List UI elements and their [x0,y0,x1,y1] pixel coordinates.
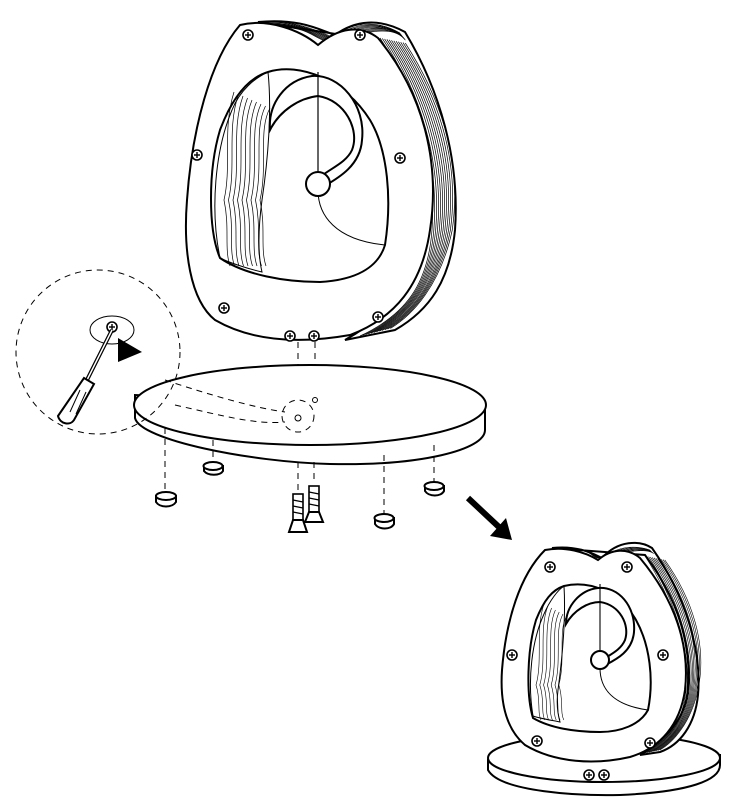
layer-line [656,559,699,752]
layer-line [547,609,556,721]
assembled-inner-floor [599,667,649,711]
assembled-screw-icon [644,737,656,749]
layer-line [654,558,697,752]
layer-line [554,613,564,721]
frame-screw-icon [394,152,406,164]
detail-target-circle [281,399,315,433]
layer-line [652,558,696,752]
assembled-pendulum-ball [590,650,610,670]
leader-line [174,404,286,424]
frame-assembled [487,541,721,797]
assembled-screw-icon [506,649,518,661]
layer-line [373,40,443,333]
layer-line [259,107,271,267]
foot-pad [423,481,445,497]
layer-line [539,605,549,721]
assembled-screw-icon [544,561,556,573]
layer-line [261,21,331,37]
frame-inner-wall [214,71,271,273]
layer-line [365,38,437,335]
layer-line [543,607,552,721]
next-step-arrow-icon [465,495,512,540]
layer-line [370,39,441,334]
frame-screw-icon [284,330,296,342]
hardware [155,428,445,533]
base-hole [294,414,302,422]
assembled-screw-icon [657,649,669,661]
assembled-inner-wall [529,585,566,723]
layer-line [241,99,253,267]
layer-line [384,41,451,331]
assembled-screw-icon [531,735,543,747]
screwdriver-icon [56,329,114,425]
frame-screw-icon [372,311,384,323]
layer-line [643,556,689,754]
foot-pad [155,491,177,508]
layer-line [263,22,330,37]
layer-line [558,615,568,721]
detail-circle [15,269,181,435]
layer-line [647,557,692,753]
frame-exploded [184,20,457,342]
layer-line [223,91,235,267]
layer-line [376,40,445,333]
frame-screw-icon [191,149,203,161]
layer-line [379,41,447,332]
frame-screw-icon [242,29,254,41]
layer-line [237,97,248,267]
layer-line [657,559,700,751]
assembled-inner-hook [564,586,636,670]
layer-line [368,39,439,335]
layer-line [246,101,257,267]
frame-screw-icon [308,330,320,342]
layer-line [267,23,329,39]
layer-line [645,556,691,754]
layer-line [381,41,449,331]
frame-opening [210,68,390,284]
layer-line [250,103,262,267]
pendulum-ball [305,171,331,197]
layer-line [232,95,244,267]
layer-line [535,603,545,721]
frame-screw-icon [218,302,230,314]
base-hole [312,397,318,403]
foot-pad [373,513,395,530]
inner-wave-lines [223,91,271,267]
inner-floor [317,189,386,246]
detail-callout [15,269,181,435]
layer-line [265,22,330,38]
assembled-frame-layers [555,546,702,755]
layer-line [228,93,239,267]
foot-pad [202,461,224,476]
layer-line [641,556,688,754]
tighten-arrow-icon [118,338,142,362]
layer-line [648,557,693,753]
layer-line [390,42,455,329]
screw-icon [287,493,309,533]
layer-line [659,559,702,751]
layer-line [255,105,266,267]
assembled-screw-icon [583,769,595,781]
frame-screw-icon [354,29,366,41]
leader-line [164,379,286,413]
detail-plate [89,315,135,345]
assembled-screw-icon [598,769,610,781]
assembled-screw-icon [621,561,633,573]
assembled-inner-waves [535,603,568,721]
base-plate [133,364,487,466]
assembled-frame-opening [527,583,652,734]
layer-line [550,611,560,721]
inner-hook [268,74,364,192]
screw-icon [303,485,325,523]
layer-line [387,42,453,330]
frame-layers [261,21,455,337]
layer-line [650,557,695,753]
